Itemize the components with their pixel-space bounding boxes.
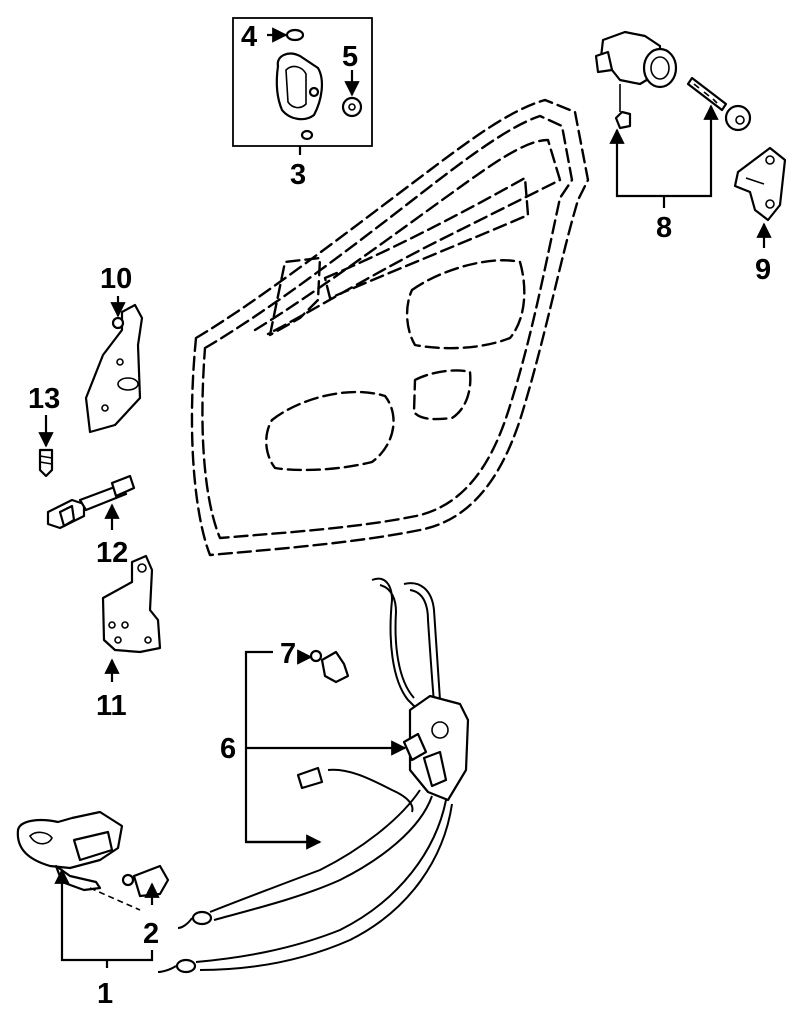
callout-5: 5 [342, 41, 358, 73]
small-nut [300, 129, 314, 141]
bolt-part [38, 415, 54, 478]
lock-cylinder-set [594, 30, 752, 208]
door-shell-outline [190, 98, 590, 557]
callout-11: 11 [96, 690, 127, 722]
bracket-1-2 [60, 950, 154, 962]
grommet-part-5 [341, 70, 363, 118]
outside-handle-kit [232, 17, 373, 155]
upper-hinge-part [84, 296, 144, 434]
callout-10: 10 [100, 263, 132, 295]
callout-6: 6 [220, 733, 236, 765]
key-part [686, 76, 752, 132]
bracket-leaders-6-7 [244, 650, 407, 850]
clip-part-4 [267, 27, 305, 43]
callout-1: 1 [97, 978, 113, 1010]
callout-4: 4 [241, 21, 257, 53]
door-lock-assembly [157, 577, 470, 974]
callout-3: 3 [290, 159, 306, 191]
handle-part [275, 52, 324, 121]
kit-box [232, 17, 373, 147]
inside-handle-part [16, 810, 124, 950]
striker-part [733, 146, 787, 248]
callout-13: 13 [28, 383, 60, 415]
callout-12: 12 [96, 537, 128, 569]
door-check-part [46, 474, 136, 530]
rod-clip-part [297, 649, 350, 684]
callout-2: 2 [143, 918, 159, 950]
lock-cylinder-part [594, 30, 678, 130]
rod-holder-part-2 [89, 864, 170, 911]
callout-7: 7 [280, 638, 296, 670]
callout-8: 8 [656, 212, 672, 244]
callout-9: 9 [755, 254, 771, 286]
lower-hinge-part [101, 554, 162, 682]
